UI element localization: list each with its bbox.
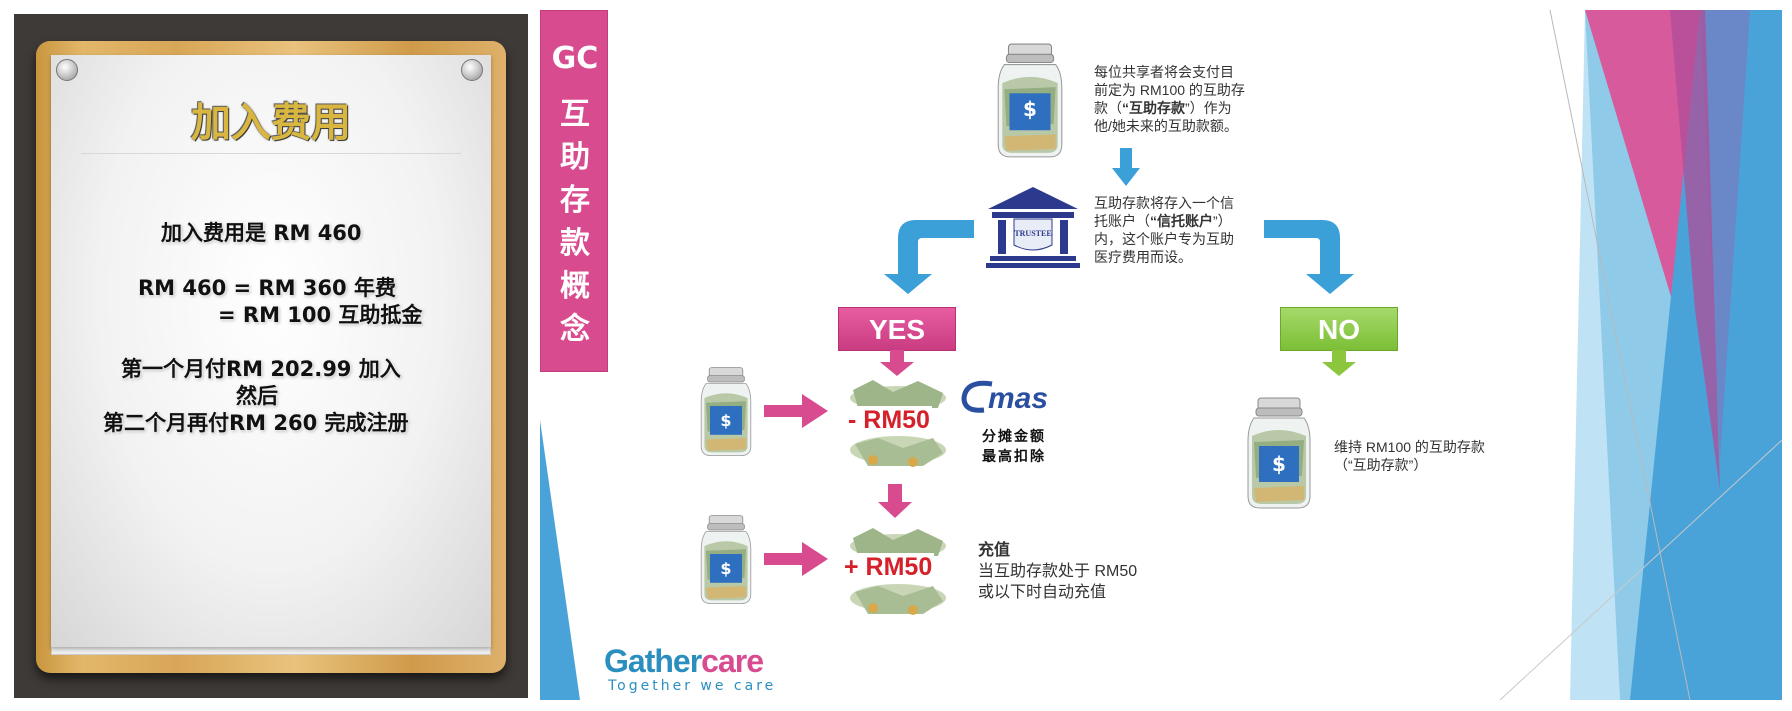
note-line: 内，这个账户专为互助 [1094, 231, 1234, 247]
side-char: 款 [560, 226, 590, 261]
join-fee-panel: 加入费用 加入费用是 RM 460 RM 460 = RM 360 年费 = R… [14, 14, 528, 698]
topup-note: 充值 当互助存款处于 RM50 或以下时自动充值 [978, 540, 1137, 603]
yes-curved-arrow-icon [884, 220, 974, 294]
note-line: 托账户（“信托账户”） [1094, 213, 1232, 229]
jar-dollar-label: $ [1023, 97, 1037, 121]
trustee-label: TRUSTEE [1014, 229, 1052, 238]
emas-logo: mas [961, 380, 1048, 416]
note-line: 医疗费用而设。 [1094, 249, 1192, 265]
deposit-note: 每位共享者将会支付目 前定为 RM100 的互助存 款（“互助存款”）作为 他/… [1094, 63, 1245, 135]
note-line: 款（“互助存款”）作为 [1094, 100, 1232, 116]
emas-caption: 最高扣除 [982, 449, 1046, 465]
maintain-note: 维持 RM100 的互助存款 （“互助存款”） [1334, 438, 1485, 474]
topup-amount: + RM50 [842, 553, 935, 582]
fee-line-second-month: 第二个月再付RM 260 完成注册 [103, 411, 409, 435]
note-line: 每位共享者将会支付目 [1094, 64, 1234, 80]
wood-board: 加入费用 加入费用是 RM 460 RM 460 = RM 360 年费 = R… [36, 41, 506, 673]
side-char: 念 [560, 312, 590, 347]
pin-icon [461, 59, 483, 81]
topup-line: 当互助存款处于 RM50 [978, 563, 1138, 580]
no-curved-arrow-icon [1264, 220, 1354, 294]
no-badge: NO [1280, 307, 1398, 351]
side-char: 存 [560, 183, 590, 218]
fee-line-then: 然后 [236, 384, 278, 408]
yes-badge: YES [838, 307, 956, 351]
fee-line-first-month: 第一个月付RM 202.99 加入 [121, 357, 401, 381]
jar-dollar-label: $ [1272, 452, 1286, 476]
gathercare-logo: Gathercare [604, 643, 764, 679]
note-line: 前定为 RM100 的互助存 [1094, 82, 1245, 98]
jar-dollar-label: $ [720, 559, 732, 578]
note-line: 维持 RM100 的互助存款 [1334, 439, 1485, 455]
gc-label: GC [551, 41, 599, 76]
paper-sheet: 加入费用 加入费用是 RM 460 RM 460 = RM 360 年费 = R… [51, 55, 491, 647]
emas-swoosh-icon [961, 380, 993, 413]
right-arrow-icon [764, 394, 828, 428]
side-char: 助 [560, 140, 590, 175]
note-line: 互助存款将存入一个信 [1094, 195, 1234, 211]
topup-title: 充值 [978, 542, 1011, 559]
fee-line-total: 加入费用是 RM 460 [161, 221, 362, 245]
trust-note: 互助存款将存入一个信 托账户（“信托账户”） 内，这个账户专为互助 医疗费用而设… [1094, 194, 1234, 266]
fee-line-annual: RM 460 = RM 360 年费 [138, 276, 396, 300]
side-char: 概 [560, 269, 590, 304]
down-arrow-icon [1112, 148, 1140, 186]
topup-line: 或以下时自动充值 [978, 584, 1107, 601]
concept-side-label: GC 互 助 存 款 概 念 [540, 10, 608, 372]
note-line: （“互助存款”） [1334, 457, 1428, 473]
blue-corner-shape [540, 420, 580, 700]
pink-down-arrow-icon [878, 484, 912, 518]
emas-caption: 分摊金额 [982, 429, 1046, 445]
trustee-bank-icon [986, 187, 1080, 268]
right-arrow-icon [764, 542, 828, 576]
no-down-arrow-icon [1322, 350, 1356, 376]
title-divider [81, 153, 461, 154]
yes-down-arrow-icon [880, 350, 914, 376]
fee-line-deposit: = RM 100 互助抵金 [218, 303, 423, 327]
decorative-shapes [1490, 10, 1782, 700]
deduct-amount: - RM50 [846, 406, 932, 435]
jar-dollar-label: $ [720, 411, 732, 430]
pin-icon [56, 59, 78, 81]
side-char: 互 [560, 97, 590, 132]
join-fee-title: 加入费用 [191, 100, 351, 146]
note-line: 他/她未来的互助款额。 [1094, 118, 1238, 134]
gathercare-tagline: Together we care [608, 678, 777, 694]
